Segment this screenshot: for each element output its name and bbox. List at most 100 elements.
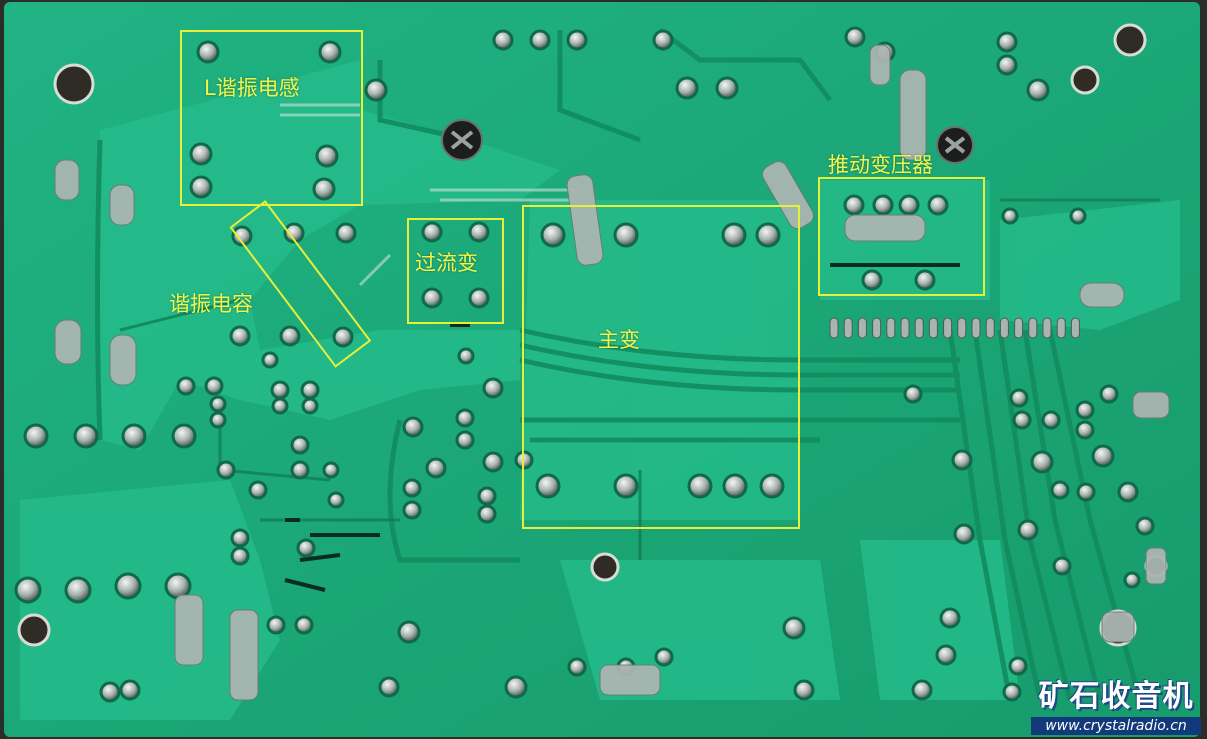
solder-joint (1069, 207, 1087, 225)
solder-joint (99, 681, 121, 703)
solder-joint (312, 177, 336, 201)
screw-head-icon (441, 119, 974, 164)
solder-joint (301, 397, 319, 415)
solder-joint (492, 29, 514, 51)
solder-joint (171, 423, 197, 449)
header-pin (886, 317, 896, 339)
solder-joint (1075, 420, 1095, 440)
solder-joint (1117, 481, 1139, 503)
header-pin (957, 317, 967, 339)
watermark-url: www.crystalradio.cn (1031, 717, 1201, 735)
solder-joint (1026, 78, 1050, 102)
solder-joint (332, 326, 354, 348)
solder-joint (176, 376, 196, 396)
solder-joint (1012, 410, 1032, 430)
solder-joint (1008, 656, 1028, 676)
header-pin (857, 317, 867, 339)
solder-joint (872, 194, 894, 216)
solder-joint (378, 676, 400, 698)
solder-joint (121, 423, 147, 449)
header-pin (928, 317, 938, 339)
solder-joint (229, 325, 251, 347)
solder-joint (270, 380, 290, 400)
solder-joint (477, 486, 497, 506)
solder-joint (73, 423, 99, 449)
solder-joint (14, 576, 42, 604)
solder-joint (529, 29, 551, 51)
solder-joint (1135, 516, 1155, 536)
header-pin (1042, 317, 1052, 339)
solder-joint (189, 142, 213, 166)
solder-joint (455, 408, 475, 428)
header-pin (1070, 317, 1080, 339)
solder-joint (300, 380, 320, 400)
solder-joint (1091, 444, 1115, 468)
solder-joint (675, 76, 699, 100)
label-l-resonant-inductor: L谐振电感 (204, 76, 300, 100)
solder-joint (279, 325, 301, 347)
solder-joint (1076, 482, 1096, 502)
solder-joint (230, 528, 250, 548)
solder-joint (567, 657, 587, 677)
header-pin (829, 317, 839, 339)
label-main-transformer: 主变 (598, 328, 640, 352)
solder-joint (294, 615, 314, 635)
solder-joint (1099, 384, 1119, 404)
solder-joint (911, 679, 933, 701)
solder-joint (327, 491, 345, 509)
solder-joint (844, 26, 866, 48)
solder-joint (903, 384, 923, 404)
solder-joint (364, 78, 388, 102)
solder-joint (652, 29, 674, 51)
box-drive-transformer (818, 177, 985, 296)
label-resonant-capacitor: 谐振电容 (169, 292, 253, 316)
header-pin (1056, 317, 1066, 339)
solder-joint (759, 473, 785, 499)
solder-joint (209, 411, 227, 429)
header-pin (999, 317, 1009, 339)
solder-joint (468, 287, 490, 309)
header-pin (943, 317, 953, 339)
watermark-title: 矿石收音机 (1038, 679, 1194, 714)
box-current-transformer (407, 218, 504, 324)
solder-joint (266, 615, 286, 635)
solder-joint (402, 416, 424, 438)
solder-joint (164, 572, 192, 600)
label-drive-transformer: 推动变压器 (828, 153, 933, 177)
solder-joint (335, 222, 357, 244)
solder-joint (898, 194, 920, 216)
solder-joint (402, 500, 422, 520)
solder-joint (231, 225, 253, 247)
solder-joint (504, 675, 528, 699)
solder-joint (935, 644, 957, 666)
header-pin (872, 317, 882, 339)
solder-joint (283, 222, 305, 244)
solder-joint (477, 504, 497, 524)
solder-joint (421, 287, 443, 309)
header-pin (1028, 317, 1038, 339)
solder-joint (204, 376, 224, 396)
header-pin (1014, 317, 1024, 339)
header-pin (900, 317, 910, 339)
solder-joint (996, 31, 1018, 53)
solder-joint (843, 194, 865, 216)
solder-joint (196, 40, 220, 64)
box-l-resonant-inductor (180, 30, 363, 206)
header-pin (914, 317, 924, 339)
solder-joint (421, 221, 443, 243)
solder-joint (455, 430, 475, 450)
solder-joint (721, 222, 747, 248)
solder-joint (613, 473, 639, 499)
solder-joint (1075, 400, 1095, 420)
solder-joint (318, 40, 342, 64)
solder-joint (209, 395, 227, 413)
solder-joint (23, 423, 49, 449)
solder-joint (482, 377, 504, 399)
solder-joint (1017, 519, 1039, 541)
solder-joint (271, 397, 289, 415)
solder-joint (715, 76, 739, 100)
solder-joint (953, 523, 975, 545)
solder-joint (114, 572, 142, 600)
